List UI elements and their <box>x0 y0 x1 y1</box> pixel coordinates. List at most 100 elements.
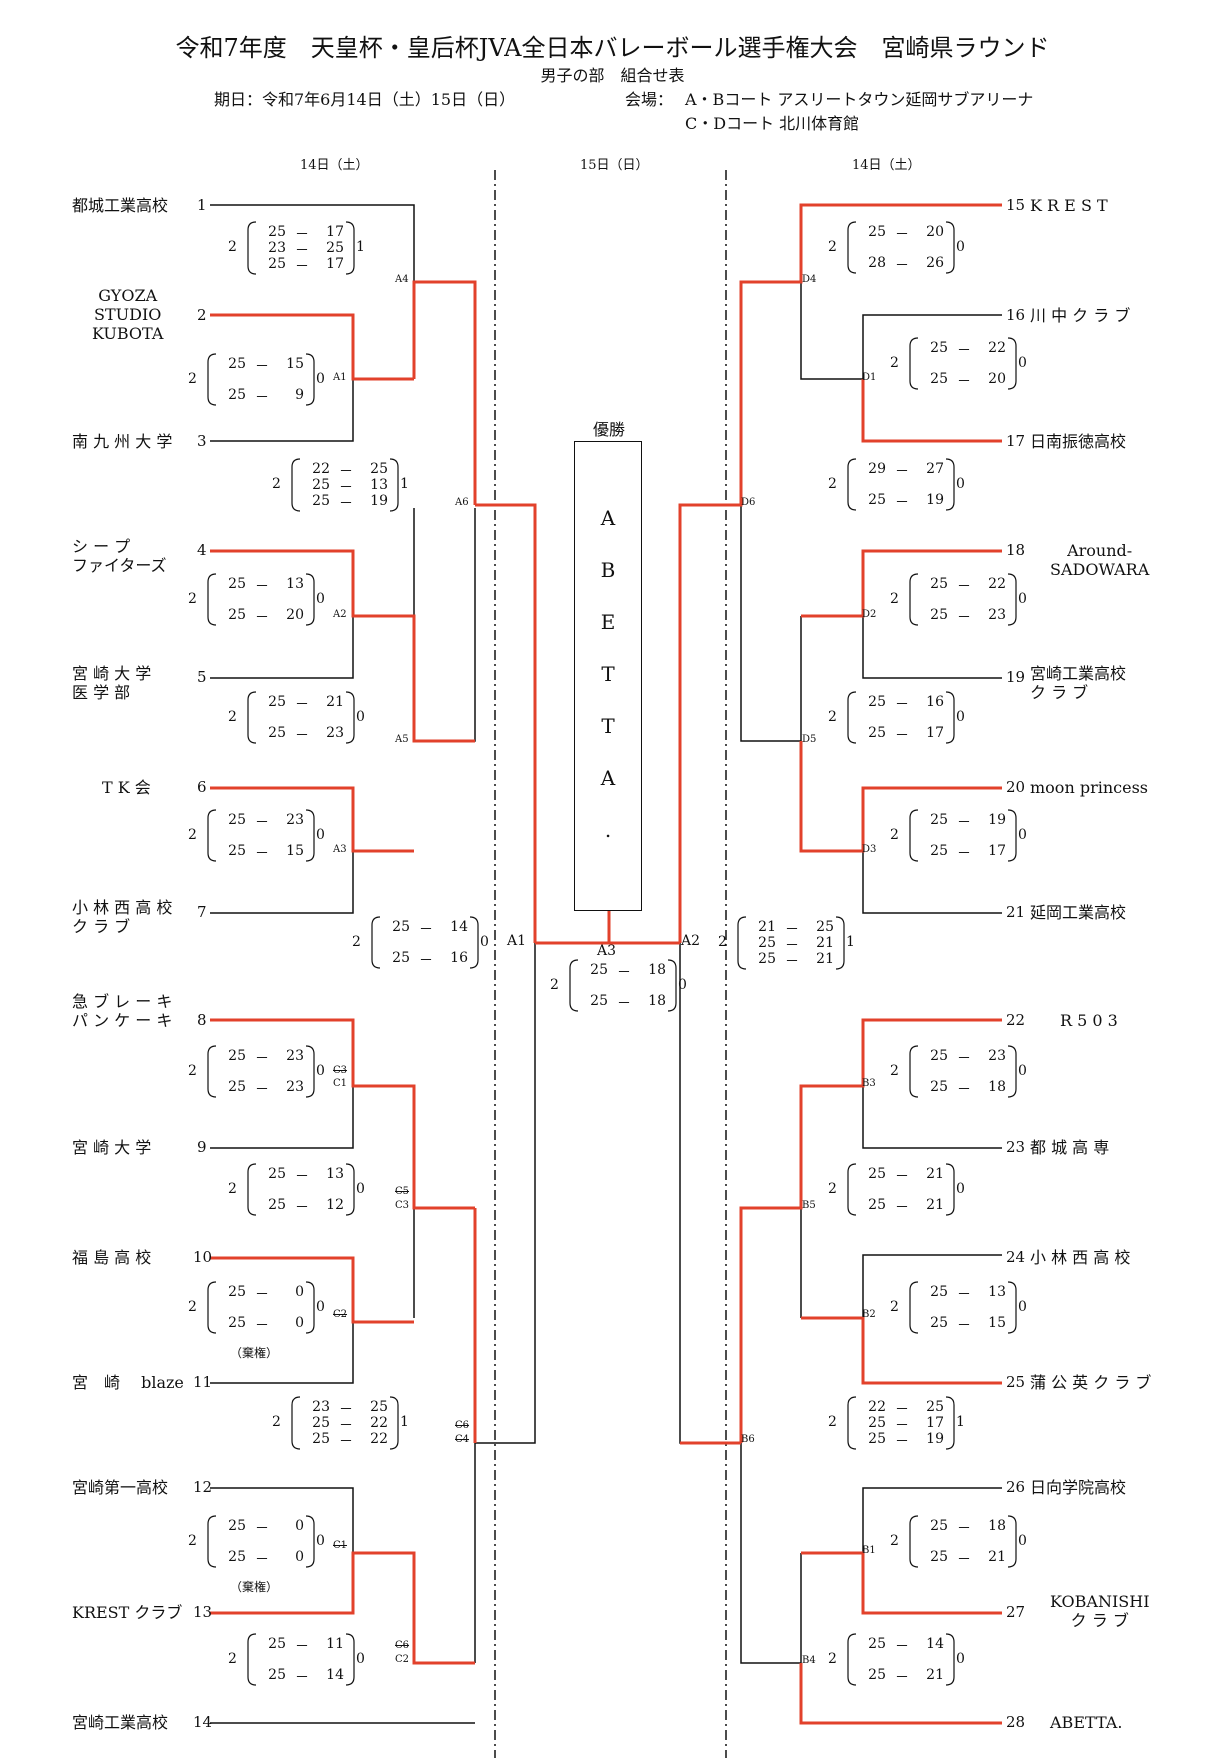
sets-won-left: 2 <box>228 1650 237 1667</box>
score-bracket-left <box>847 1396 857 1450</box>
set-score-right: 18 <box>988 1079 1006 1095</box>
score-bracket-right <box>1007 1045 1017 1098</box>
set-score-right: 23 <box>286 1079 304 1095</box>
set-score-right: 21 <box>926 1667 944 1683</box>
set-score-right: 12 <box>326 1197 344 1213</box>
set-score-dash: － <box>957 846 971 862</box>
team-seed-left: 13 <box>193 1603 213 1621</box>
set-score-dash: － <box>895 1169 909 1185</box>
line-a1-down <box>475 943 536 1444</box>
set-score-right: 21 <box>926 1166 944 1182</box>
set-score-right: 23 <box>326 725 344 741</box>
sets-won-right: 0 <box>316 1532 325 1549</box>
team-name-right: R 5 0 3 <box>1060 1011 1118 1030</box>
set-score-left: 25 <box>228 1315 246 1331</box>
line-t21 <box>862 851 1002 914</box>
team-seed-left: 5 <box>197 668 207 686</box>
line-t16 <box>862 314 1002 379</box>
match-code: C2 <box>333 1309 348 1320</box>
set-score-left: 25 <box>268 256 286 272</box>
sets-won-left: 2 <box>352 933 361 950</box>
sets-won-right: 0 <box>1018 354 1027 371</box>
set-score-right: 14 <box>450 919 468 935</box>
score-bracket-left <box>909 809 919 862</box>
set-score-left: 25 <box>228 843 246 859</box>
team-seed-right: 28 <box>1006 1713 1026 1731</box>
team-name-left: 宮崎第一高校 <box>72 1478 169 1497</box>
sets-won-left: 2 <box>718 934 727 950</box>
set-score-left: 23 <box>312 1399 330 1415</box>
win-t10 <box>210 1256 414 1324</box>
set-score-dash: － <box>957 1051 971 1067</box>
sets-won-right: 0 <box>1018 1062 1027 1079</box>
team-seed-right: 17 <box>1006 432 1026 450</box>
set-score-left: 25 <box>312 1431 330 1447</box>
set-score-dash: － <box>295 227 309 243</box>
set-score-left: 25 <box>268 224 286 240</box>
set-score-right: 25 <box>326 240 344 256</box>
team-name-left: 南 九 州 大 学 <box>72 432 173 451</box>
team-name-right: 日南振徳高校 <box>1030 432 1127 451</box>
set-score-dash: － <box>895 1418 909 1434</box>
win-t4 <box>210 549 475 743</box>
team-seed-right: 19 <box>1006 668 1026 686</box>
team-seed-left: 14 <box>193 1713 213 1731</box>
set-score-right: 13 <box>370 477 388 493</box>
sets-won-left: 2 <box>890 590 899 607</box>
team-seed-left: 2 <box>197 306 207 324</box>
score-bracket-left <box>247 1633 257 1686</box>
team-name-right: 日向学院高校 <box>1030 1478 1127 1497</box>
line-d1 <box>800 282 863 380</box>
team-name-left: KREST クラブ <box>72 1603 183 1622</box>
team-seed-left: 3 <box>197 432 207 450</box>
set-score-right: 22 <box>370 1431 388 1447</box>
team-name-right: 延岡工業高校 <box>1030 903 1127 922</box>
set-score-right: 20 <box>286 607 304 623</box>
set-score-left: 25 <box>228 1079 246 1095</box>
match-code: A6 <box>455 497 469 508</box>
score-bracket-left <box>737 916 747 970</box>
set-score-right: 15 <box>286 356 304 372</box>
set-score-dash: － <box>895 1402 909 1418</box>
score-bracket-left <box>371 916 381 969</box>
team-seed-right: 21 <box>1006 903 1026 921</box>
set-score-dash: － <box>339 1434 353 1450</box>
match-code: B6 <box>741 1434 755 1445</box>
team-seed-left: 8 <box>197 1011 207 1029</box>
sets-won-right: 0 <box>1018 826 1027 843</box>
set-score-left: 25 <box>930 1518 948 1534</box>
score-bracket-left <box>847 458 857 511</box>
set-score-dash: － <box>255 1051 269 1067</box>
set-score-right: 23 <box>286 1048 304 1064</box>
team-seed-right: 22 <box>1006 1011 1026 1029</box>
line-t7 <box>210 851 354 914</box>
set-score-right: 25 <box>816 919 834 935</box>
score-bracket-left <box>569 959 579 1012</box>
champion-letter: T <box>601 662 615 686</box>
match-code: C3 <box>395 1200 410 1211</box>
score-bracket-left <box>847 1163 857 1216</box>
team-name-right: 都 城 高 専 <box>1030 1138 1110 1157</box>
set-score-dash: － <box>255 1287 269 1303</box>
sets-won-right: 0 <box>956 1180 965 1197</box>
set-score-right: 18 <box>648 962 666 978</box>
score-bracket-left <box>909 337 919 390</box>
champion-letter: . <box>604 818 612 842</box>
win-t2 <box>210 313 414 381</box>
score-bracket-right <box>305 1045 315 1098</box>
set-score-dash: － <box>895 1670 909 1686</box>
set-score-left: 25 <box>868 1166 886 1182</box>
match-code: B5 <box>802 1200 816 1211</box>
set-score-left: 25 <box>228 1048 246 1064</box>
set-score-right: 16 <box>926 694 944 710</box>
set-score-right: 18 <box>988 1518 1006 1534</box>
set-score-left: 25 <box>930 812 948 828</box>
team-seed-right: 24 <box>1006 1248 1026 1266</box>
venue-2: C・Dコート 北川体育館 <box>685 114 860 133</box>
set-score-dash: － <box>895 728 909 744</box>
set-score-right: 21 <box>816 935 834 951</box>
score-bracket-right <box>345 221 355 275</box>
sets-won-left: 2 <box>188 1062 197 1079</box>
score-bracket-right <box>305 353 315 406</box>
match-code: C4 <box>455 1434 470 1445</box>
